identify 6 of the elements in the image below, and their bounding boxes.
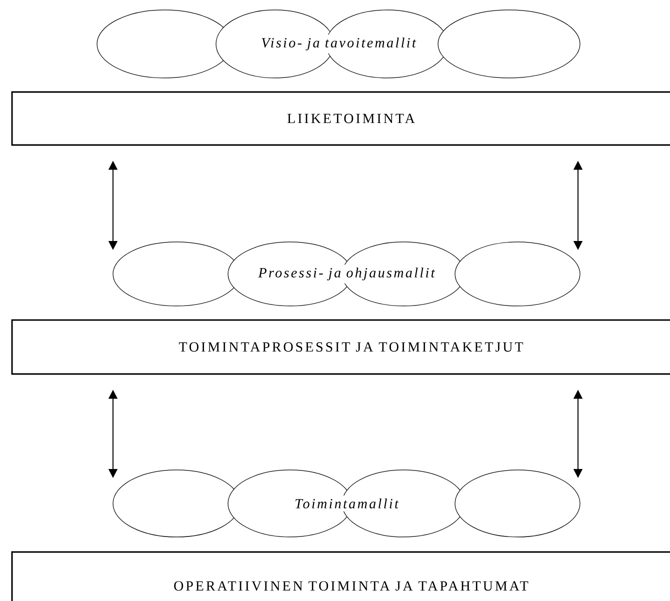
layer-box: LIIKETOIMINTA [11, 91, 670, 146]
layer-box: OPERATIIVINEN TOIMINTA JA TAPAHTUMAT [11, 551, 670, 601]
model-label: Prosessi- ja ohjausmallit [255, 264, 438, 284]
model-label: Toimintamallit [292, 496, 402, 512]
model-label: Visio- ja tavoitemallit [258, 34, 419, 54]
layer-box: TOIMINTAPROSESSIT JA TOIMINTAKETJUT [11, 319, 670, 375]
